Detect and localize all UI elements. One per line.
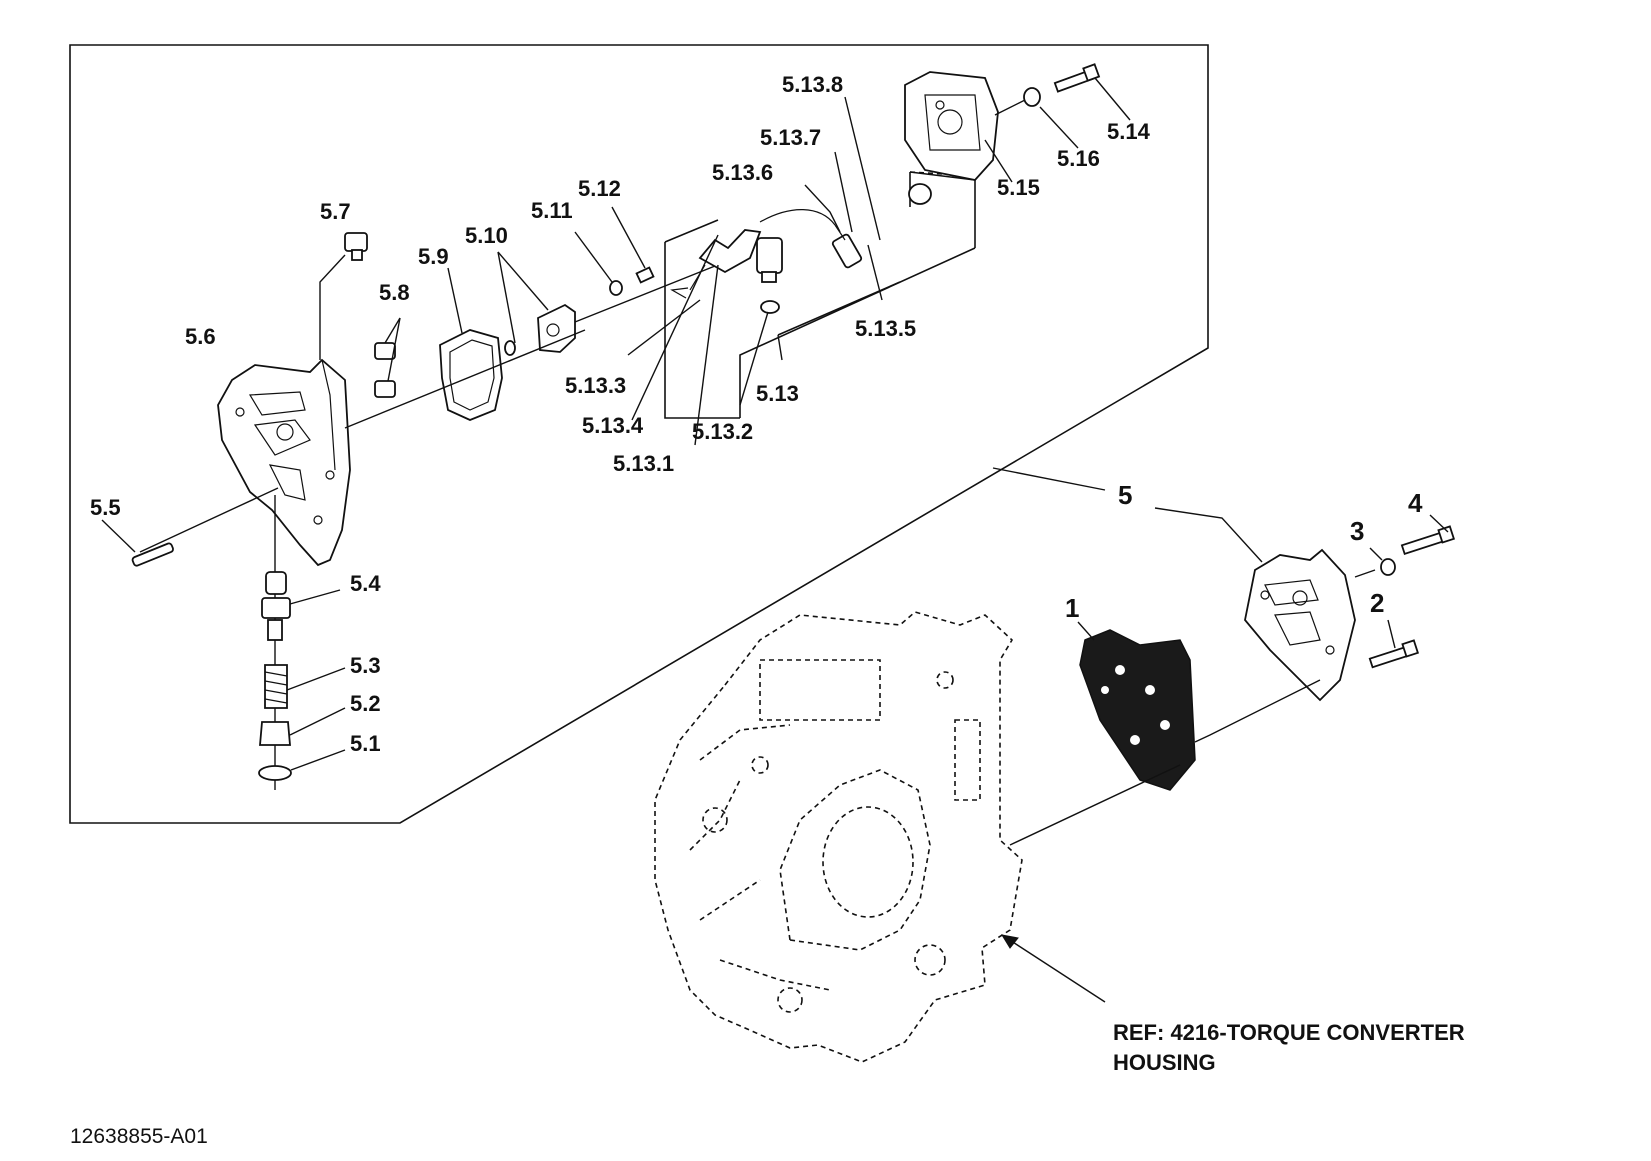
leader-5-13-4 — [631, 234, 719, 421]
callout-5-6: 5.6 — [185, 324, 216, 349]
axis-line-right-3 — [1009, 764, 1181, 846]
gasket-5-9 — [439, 267, 503, 421]
callout-5-11: 5.11 — [531, 198, 573, 223]
torque-converter-housing — [654, 611, 1023, 1063]
leader-5 — [992, 467, 1106, 491]
bolt-2 — [1368, 619, 1420, 669]
callout-5-16: 5.16 — [1057, 146, 1100, 171]
leader-5-13-2 — [739, 311, 769, 406]
washer-3 — [1369, 547, 1396, 576]
spring-5-3 — [264, 664, 346, 709]
bolt-5-14 — [1053, 63, 1131, 121]
callout-5-9: 5.9 — [418, 244, 449, 269]
callout-5-13-2: 5.13.2 — [692, 419, 754, 444]
detail-box — [69, 44, 1209, 824]
axis-line-main — [344, 329, 586, 429]
reference-arrow — [1000, 934, 1106, 1003]
oring-5-1 — [258, 749, 346, 781]
figure-id: 12638855-A01 — [70, 1125, 208, 1148]
callout-1: 1 — [1065, 593, 1080, 623]
leader-5-13-7 — [834, 151, 853, 233]
leader-5-13-5 — [867, 244, 883, 301]
callout-5-13-8: 5.13.8 — [782, 72, 844, 97]
separator-plate-1 — [1077, 621, 1196, 791]
axis-line-ref — [139, 487, 279, 553]
axis-line-right-2 — [1194, 679, 1321, 743]
axis-line-right — [1354, 569, 1376, 578]
washer-5-11 — [574, 231, 623, 296]
screw-5-12 — [611, 206, 655, 284]
callout-5-12: 5.12 — [578, 176, 621, 201]
callout-5-4: 5.4 — [350, 571, 381, 596]
leader-5-13-8 — [844, 96, 881, 241]
plugs-5-8 — [374, 317, 401, 398]
callout-5-14: 5.14 — [1107, 119, 1150, 144]
solenoid-5-10 — [497, 251, 576, 356]
nut-5-16 — [908, 87, 1079, 205]
bolt-4 — [1400, 514, 1456, 555]
callout-5-8: 5.8 — [379, 280, 410, 305]
callout-5-13-4: 5.13.4 — [582, 413, 644, 438]
callout-5-7: 5.7 — [320, 199, 351, 224]
callout-5-15: 5.15 — [997, 175, 1040, 200]
cover-5-15 — [904, 71, 1013, 183]
leader-5-13 — [777, 334, 783, 361]
leader-5-13-3 — [627, 299, 701, 356]
callout-5-1: 5.1 — [350, 731, 381, 756]
valve-body-5-6 — [217, 358, 351, 567]
pin-5-5 — [101, 519, 174, 567]
callout-2: 2 — [1370, 588, 1385, 618]
callout-5-2: 5.2 — [350, 691, 381, 716]
callout-5-5: 5.5 — [90, 495, 121, 520]
callout-3: 3 — [1350, 516, 1365, 546]
leader-5-b — [1154, 507, 1263, 563]
callout-5-13-3: 5.13.3 — [565, 373, 627, 398]
leader-5-13-1 — [694, 264, 719, 446]
reference-note-line1: REF: 4216-TORQUE CONVERTER — [1113, 1020, 1465, 1045]
reference-note-line2: HOUSING — [1113, 1050, 1216, 1075]
callout-5-13: 5.13 — [756, 381, 799, 406]
callout-5: 5 — [1118, 480, 1133, 510]
leader-5-13-6 — [804, 184, 841, 233]
callout-4: 4 — [1408, 488, 1423, 518]
callout-5-13-6: 5.13.6 — [712, 160, 774, 185]
callout-5-13-5: 5.13.5 — [855, 316, 917, 341]
axis-line-main-2 — [574, 259, 731, 323]
callout-5-10: 5.10 — [465, 223, 508, 248]
control-valve-assembly-5 — [1244, 548, 1356, 702]
callout-5-13-7: 5.13.7 — [760, 125, 822, 150]
plug-5-2 — [259, 707, 346, 746]
callout-5-13-1: 5.13.1 — [613, 451, 675, 476]
plug-5-7 — [319, 232, 368, 360]
spool-5-4 — [261, 571, 341, 641]
harness-5-13 — [664, 171, 976, 419]
callout-5-3: 5.3 — [350, 653, 381, 678]
